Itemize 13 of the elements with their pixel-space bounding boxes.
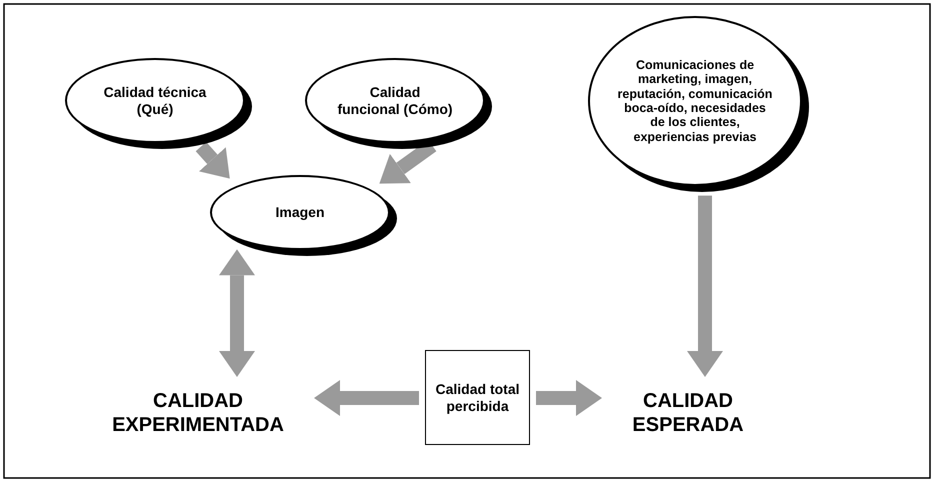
arrow [196,142,230,179]
node-label: Comunicaciones de marketing, imagen, reputación, comunicación boca-oído, necesidades de los clientes, experiencias previas [616,58,774,144]
node-label: Imagen [275,204,324,221]
node-label: Calidad total percibida [434,381,520,414]
arrow [219,249,255,377]
node-label: Calidad funcional (Cómo) [337,84,453,117]
heading-text: CALIDAD ESPERADA [608,383,768,443]
text-box [425,350,530,445]
arrow [314,380,419,416]
node-label: Calidad técnica (Qué) [102,84,208,117]
heading-text: CALIDAD EXPERIMENTADA [88,383,308,443]
arrow [687,196,723,377]
arrow [536,380,602,416]
